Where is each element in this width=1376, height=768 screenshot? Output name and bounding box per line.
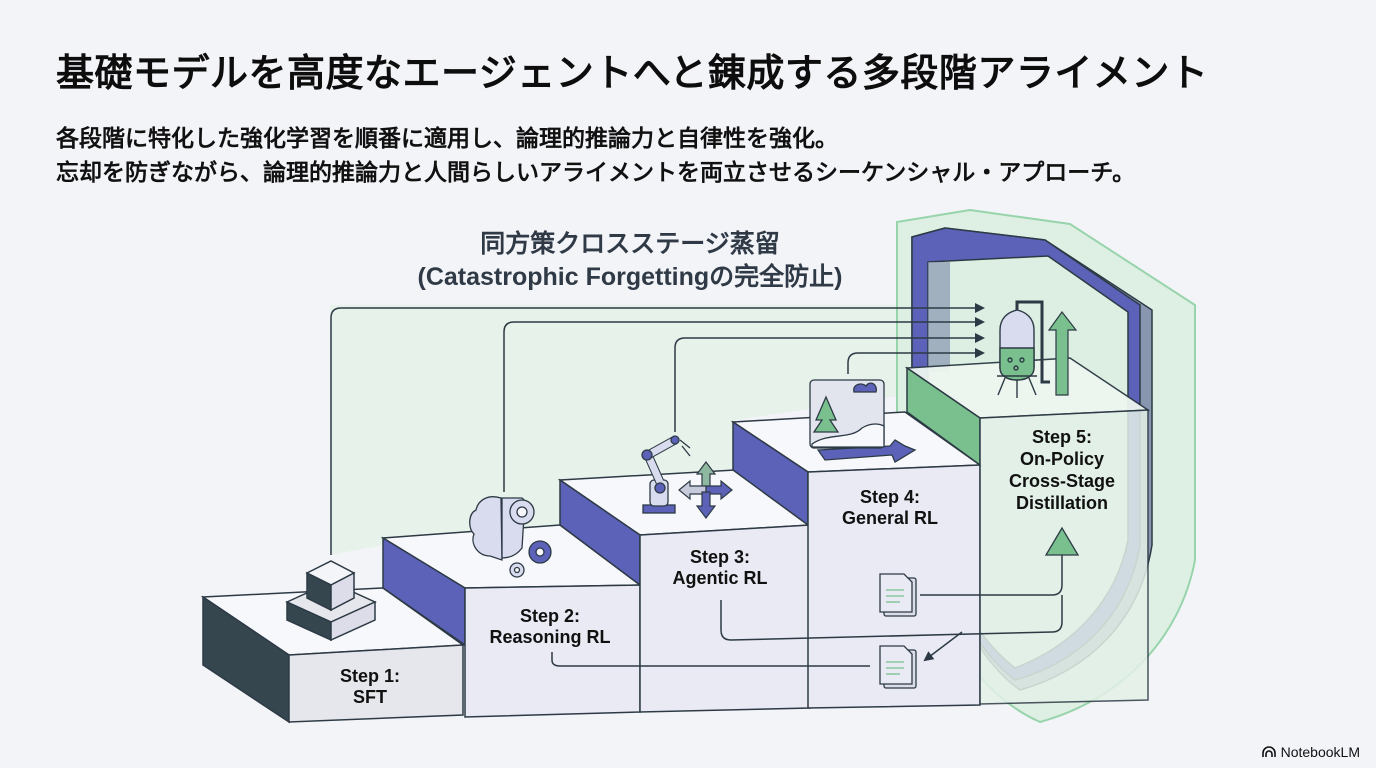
slide-title: 基礎モデルを高度なエージェントへと錬成する多段階アライメント [56,51,1209,95]
step-5-name-line-2: Cross-Stage [1009,471,1115,491]
distillation-label: 同方策クロスステージ蒸留 (Catastrophic Forgettingの完全… [380,228,880,294]
step-1-number: Step 1: [340,666,400,686]
flow-line-step-2 [503,317,985,492]
step-5-name-line-3: Distillation [1016,493,1108,513]
step-2-name: Reasoning RL [489,627,610,647]
step-1-name: SFT [353,687,387,707]
flow-line-step-4 [847,348,985,374]
branding: NotebookLM [1261,744,1360,760]
subtitle-line-1: 各段階に特化した強化学習を順番に適用し、論理的推論力と自律性を強化。 [56,126,838,152]
step-3-name: Agentic RL [672,568,767,588]
distillation-vessel-icon [997,300,1050,398]
step-4-name: General RL [842,508,938,528]
step-2-number: Step 2: [520,606,580,626]
subtitle-line-2: 忘却を防ぎながら、論理的推論力と人間らしいアライメントを両立させるシーケンシャル… [56,160,1136,186]
flow-line-step-1 [330,303,985,555]
image-arrow-icon [809,379,917,463]
step-5-number: Step 5: [1032,427,1092,447]
distillation-label-title: 同方策クロスステージ蒸留 [480,230,780,258]
step-5-name-line-1: On-Policy [1020,449,1104,469]
robot-arm-icon [641,435,691,514]
document-icon-lower [879,645,917,689]
up-triangle-icon [1044,526,1080,556]
flow-line-step-3 [674,333,985,432]
move-arrows-icon [678,461,733,519]
notebooklm-logo-icon [1261,746,1276,757]
distillation-region [330,305,980,555]
stacked-cubes-icon [285,560,377,642]
feedback-flow-lines [551,550,1063,667]
slide-subtitle: 各段階に特化した強化学習を順番に適用し、論理的推論力と自律性を強化。 忘却を防ぎ… [56,122,1135,190]
step-3-number: Step 3: [690,547,750,567]
document-icon-upper [879,573,917,617]
branding-label: NotebookLM [1280,744,1360,760]
step-4-number: Step 4: [860,487,920,507]
up-arrow-icon [1047,310,1078,396]
step-5-block: Step 5: On-Policy Cross-Stage Distillati… [904,357,1151,705]
distillation-flow-lines [330,303,985,555]
distillation-label-subtitle: (Catastrophic Forgettingの完全防止) [417,263,843,291]
brain-gears-icon [469,496,552,578]
